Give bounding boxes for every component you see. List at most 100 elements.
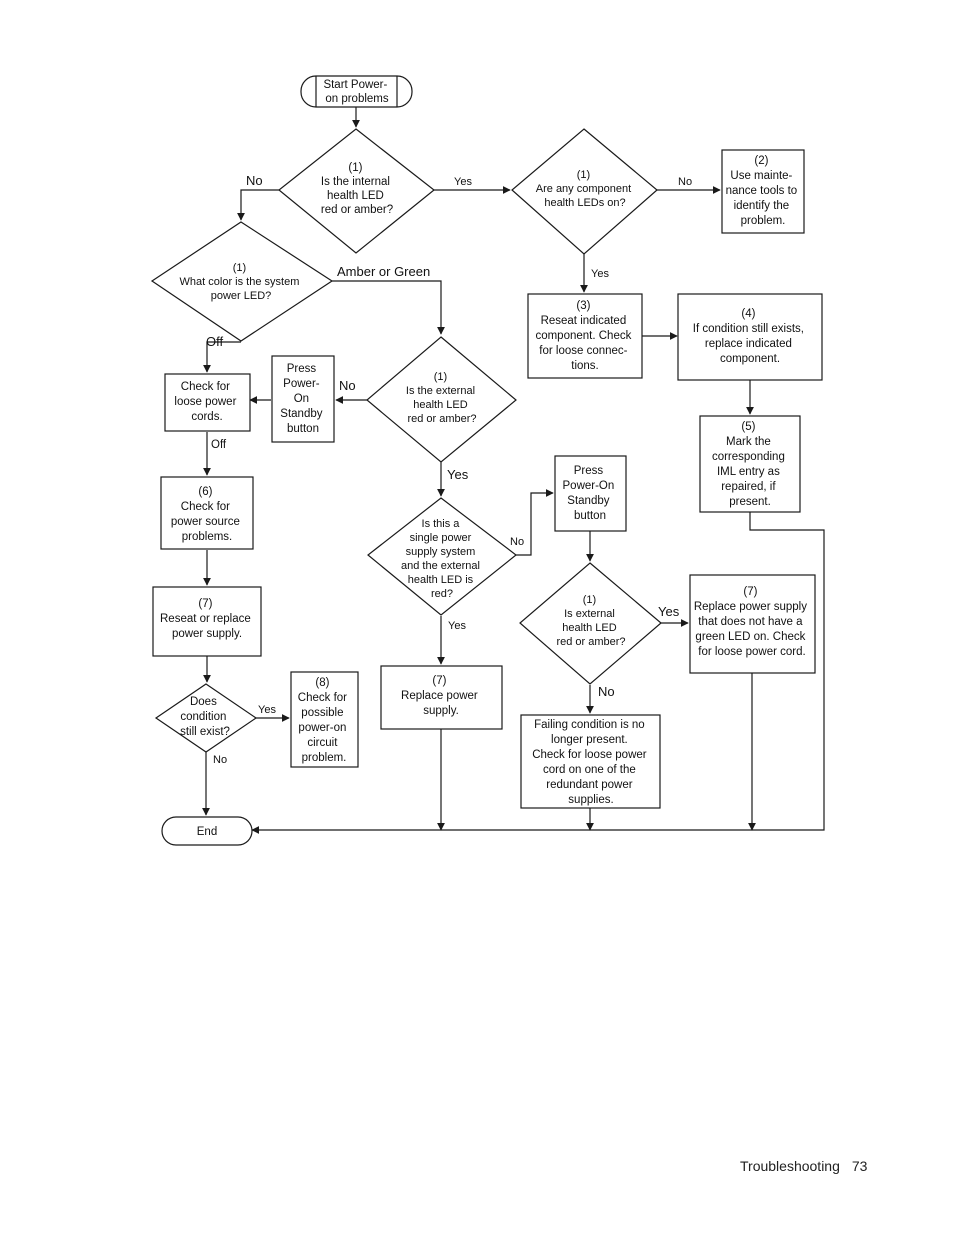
decision-ext2-line-3: health LED: [562, 622, 616, 634]
decision-single-line-5: health LED is: [408, 574, 474, 586]
decision-ext2-line-1: (1): [583, 594, 596, 606]
label-yes-internal: Yes: [454, 176, 472, 188]
maint-line-1: (2): [754, 155, 768, 167]
decision-ext2-line-2: Is external: [564, 608, 615, 620]
press2-line-2: Power-On: [563, 480, 615, 492]
svg-text:Is this a single power: Is this a single power supply system and…: [401, 518, 483, 600]
label-no-external: No: [339, 378, 356, 393]
decision-external-line-4: red or amber?: [407, 413, 476, 425]
decision-single-line-2: single power: [410, 532, 472, 544]
decision-internal-line-3: health LED: [327, 190, 384, 202]
replace-ps-line-1: (7): [432, 675, 446, 687]
svg-text:(5) Mark the corre: (5) Mark the corresponding IML entry as …: [712, 421, 788, 508]
start-line-2: on problems: [325, 93, 389, 105]
reseat-ps-line-1: (7): [198, 598, 212, 610]
decision-syscolor-line-1: (1): [233, 262, 246, 274]
decision-still-line-3: still exist?: [180, 726, 230, 738]
failing-line-4: cord on one of the: [543, 764, 636, 776]
replace-ind-line-1: (4): [741, 308, 755, 320]
svg-text:Press Power- On: Press Power- On Standby button: [280, 363, 325, 435]
decision-external-line-2: Is the external: [406, 385, 475, 397]
svg-text:(1) What color is the sy: (1) What color is the system power LED?: [180, 262, 303, 302]
circuit-line-2: Check for: [298, 692, 347, 704]
label-yes-ext2: Yes: [658, 604, 680, 619]
end-label: End: [197, 826, 217, 838]
label-no-internal: No: [246, 173, 263, 188]
decision-internal-line-2: Is the internal: [321, 176, 390, 188]
cords-line-2: loose power: [174, 396, 236, 408]
reseat-ps-line-2: Reseat or replace: [160, 613, 251, 625]
press2-line-1: Press: [574, 465, 604, 477]
power-source-line-1: (6): [198, 486, 212, 498]
svg-text:Failing condition is no: Failing condition is no longer present. …: [532, 719, 650, 806]
circuit-line-4: power-on: [298, 722, 346, 734]
decision-internal-health-led: (1) Is the internal health LED red or am…: [278, 128, 435, 254]
svg-text:(3) Reseat indicated: (3) Reseat indicated component. Check fo…: [535, 300, 634, 372]
decision-internal-line-4: red or amber?: [321, 204, 393, 216]
reseat-ps-line-3: power supply.: [172, 628, 242, 640]
nogreen-line-3: that does not have a: [698, 616, 803, 628]
decision-system-power-led-color: (1) What color is the system power LED?: [150, 221, 334, 342]
decision-ext2-line-4: red or amber?: [556, 636, 625, 648]
decision-single-power-supply: Is this a single power supply system and…: [367, 497, 517, 616]
process-check-power-source: (6) Check for power source problems.: [160, 476, 254, 550]
decision-syscolor-line-3: power LED?: [211, 290, 272, 302]
nogreen-line-2: Replace power supply: [694, 601, 807, 613]
label-yes-external: Yes: [447, 467, 469, 482]
label-yes-still: Yes: [258, 704, 276, 716]
nogreen-line-4: green LED on. Check: [695, 631, 805, 643]
svg-text:(1) Is the external: (1) Is the external health LED red or am…: [406, 371, 478, 425]
decision-external-health-led-lower: (1) Is external health LED red or amber?: [519, 562, 662, 685]
reseat-line-1: (3): [576, 300, 590, 312]
replace-ps-line-3: supply.: [423, 705, 459, 717]
maint-line-5: problem.: [741, 215, 786, 227]
maint-line-2: Use mainte-: [730, 170, 792, 182]
svg-text:(4) If condition still e: (4) If condition still exists, replace i…: [693, 308, 807, 365]
press1-line-4: Standby: [280, 408, 322, 420]
decision-single-line-3: supply system: [406, 546, 476, 558]
svg-text:Press Power-On Sta: Press Power-On Standby button: [563, 465, 618, 522]
svg-text:(1) Are any component: (1) Are any component health LEDs on?: [536, 169, 634, 209]
reseat-line-5: tions.: [571, 360, 599, 372]
decision-component-line-1: (1): [577, 169, 590, 181]
decision-component-line-3: health LEDs on?: [544, 197, 625, 209]
iml-line-2: Mark the: [726, 436, 771, 448]
process-press-power-on-standby-left: Press Power- On Standby button: [271, 355, 335, 443]
svg-text:(6) Check for powe: (6) Check for power source problems.: [171, 486, 243, 543]
power-source-line-4: problems.: [182, 531, 233, 543]
maint-line-3: nance tools to: [726, 185, 798, 197]
replace-ind-line-2: If condition still exists,: [693, 323, 804, 335]
process-mark-iml-entry: (5) Mark the corresponding IML entry as …: [699, 415, 801, 513]
label-off-syscolor: Off: [206, 334, 223, 349]
end-terminator: End: [161, 816, 253, 846]
label-no-still: No: [213, 754, 227, 766]
replace-ind-line-4: component.: [720, 353, 780, 365]
svg-text:Does condition sti: Does condition still exist?: [180, 696, 230, 738]
reseat-line-3: component. Check: [535, 330, 631, 342]
press1-line-5: button: [287, 423, 319, 435]
reseat-line-4: for loose connec-: [539, 345, 627, 357]
footer-page-number: 73: [851, 1158, 868, 1174]
decision-external-line-1: (1): [434, 371, 447, 383]
svg-text:(1) Is external he: (1) Is external health LED red or amber?: [556, 594, 625, 648]
svg-text:(1) Is the internal: (1) Is the internal health LED red or am…: [321, 162, 393, 216]
replace-ps-line-2: Replace power: [401, 690, 478, 702]
process-check-power-on-circuit: (8) Check for possible power-on circuit …: [290, 671, 359, 768]
failing-line-1: Failing condition is no: [534, 719, 645, 731]
circuit-line-3: possible: [301, 707, 343, 719]
press1-line-1: Press: [287, 363, 317, 375]
svg-text:Start Power- on problems: Start Power- on problems: [323, 79, 390, 105]
label-no-single: No: [510, 536, 524, 548]
process-replace-power-supply: (7) Replace power supply.: [380, 665, 503, 730]
svg-text:End: End: [197, 826, 217, 838]
decision-external-health-led: (1) Is the external health LED red or am…: [366, 336, 517, 463]
failing-line-2: longer present.: [551, 734, 628, 746]
process-reseat-component: (3) Reseat indicated component. Check fo…: [527, 293, 643, 379]
footer-section-title: Troubleshooting: [740, 1158, 840, 1174]
svg-text:(7) Replace power supply: (7) Replace power supply that does not h…: [694, 586, 810, 658]
nogreen-line-5: for loose power cord.: [698, 646, 805, 658]
decision-still-line-1: Does: [190, 696, 217, 708]
decision-single-line-6: red?: [431, 588, 453, 600]
decision-single-line-4: and the external: [401, 560, 480, 572]
press2-line-3: Standby: [567, 495, 609, 507]
